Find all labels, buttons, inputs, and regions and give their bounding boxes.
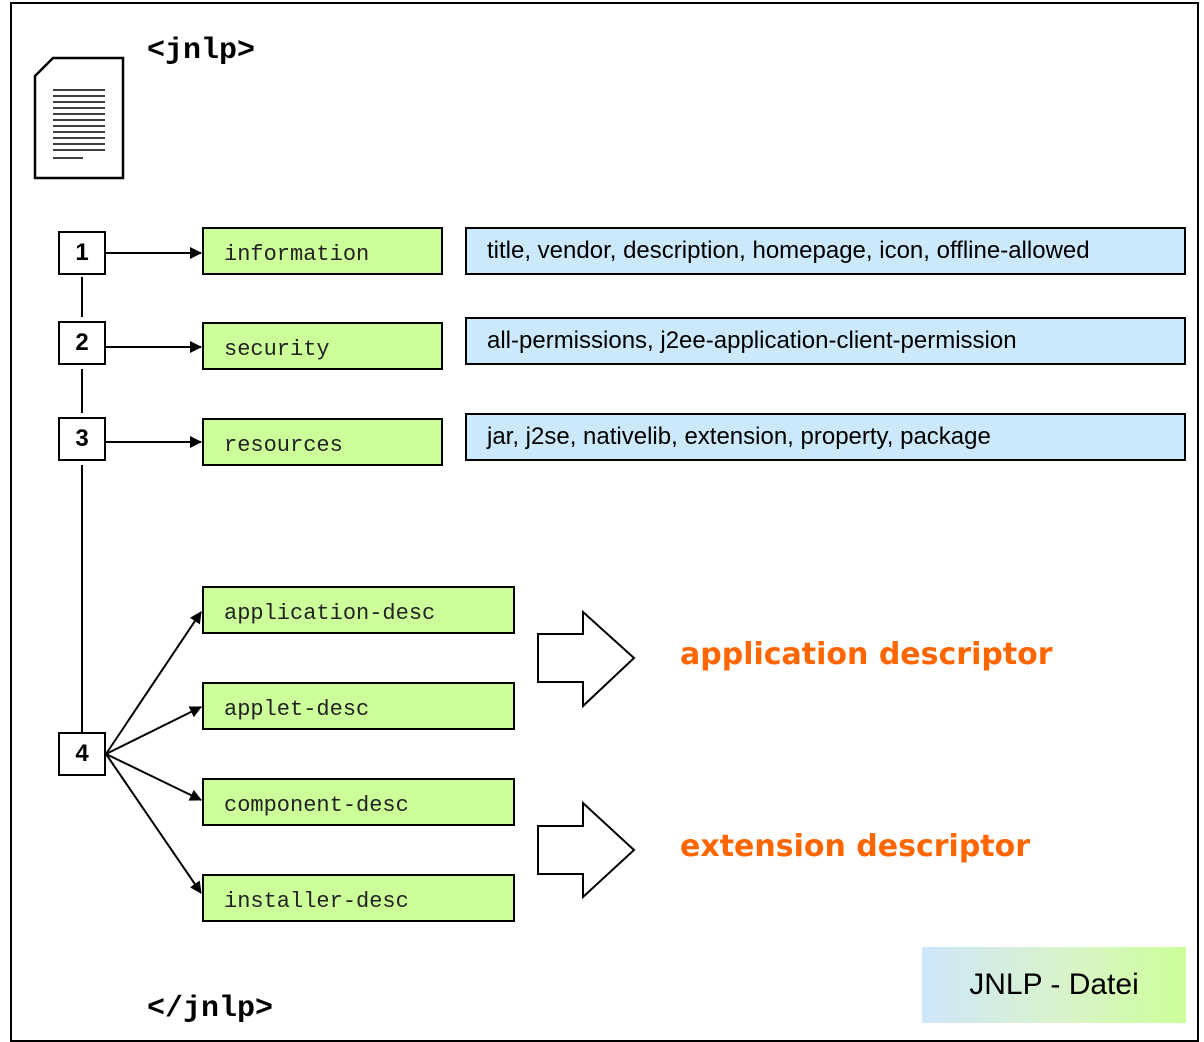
- applet-desc-element: applet-desc: [202, 682, 515, 730]
- jnlp-open-tag: <jnlp>: [147, 34, 256, 68]
- component-desc-element: component-desc: [202, 778, 515, 826]
- resources-attributes: jar, j2se, nativelib, extension, propert…: [465, 413, 1186, 461]
- document-icon: [33, 56, 125, 180]
- extension-descriptor-arrow-icon: [537, 800, 636, 900]
- step-1-box: 1: [58, 231, 106, 275]
- arrow-4-installer-desc: [105, 753, 202, 894]
- arrow-4-component-desc: [105, 753, 202, 801]
- step-2-box: 2: [58, 321, 106, 365]
- application-desc-element: application-desc: [202, 586, 515, 634]
- information-element: information: [202, 227, 443, 275]
- step-3-box: 3: [58, 417, 106, 461]
- application-descriptor-label: application descriptor: [680, 637, 1053, 672]
- installer-desc-element: installer-desc: [202, 874, 515, 922]
- arrow-4-applet-desc: [105, 706, 202, 755]
- legend-jnlp-datei: JNLP - Datei: [922, 947, 1186, 1023]
- jnlp-close-tag: </jnlp>: [147, 992, 274, 1026]
- security-element: security: [202, 322, 443, 370]
- resources-element: resources: [202, 418, 443, 466]
- step-4-box: 4: [58, 732, 106, 776]
- information-attributes: title, vendor, description, homepage, ic…: [465, 227, 1186, 275]
- application-descriptor-arrow-icon: [537, 609, 636, 709]
- security-attributes: all-permissions, j2ee-application-client…: [465, 317, 1186, 365]
- extension-descriptor-label: extension descriptor: [680, 829, 1031, 864]
- arrow-4-application-desc: [105, 611, 202, 755]
